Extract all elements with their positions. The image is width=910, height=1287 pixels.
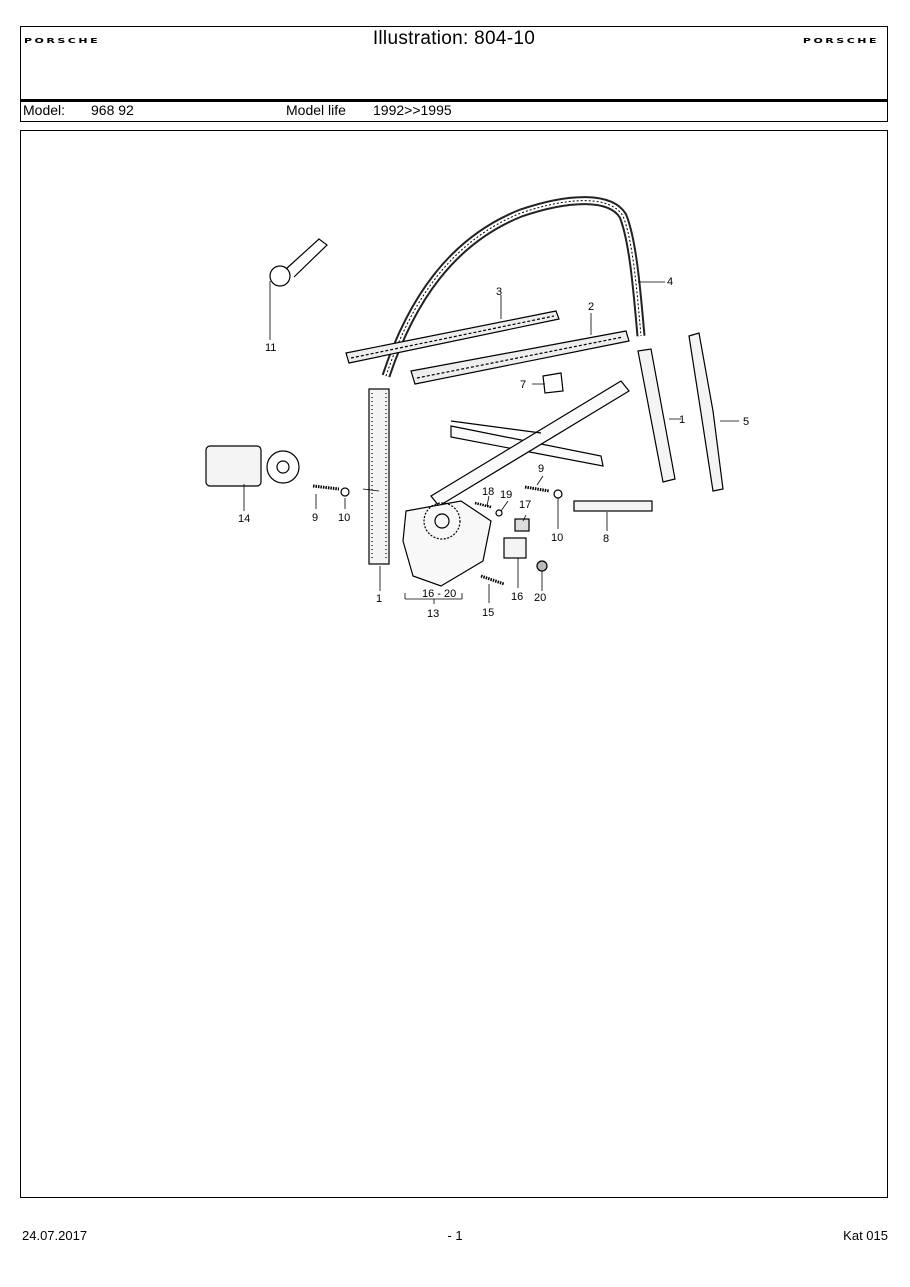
- callout-16: 16: [511, 591, 523, 603]
- part-16-block: [503, 537, 527, 559]
- header-box: PORSCHE Illustration: 804-10 PORSCHE Mod…: [20, 26, 888, 122]
- part-14-motor: [205, 445, 262, 487]
- model-life-value: 1992>>1995: [373, 102, 452, 118]
- callout-10-left: 10: [338, 512, 350, 524]
- header-divider: [21, 99, 887, 102]
- callout-15: 15: [482, 607, 494, 619]
- porsche-logo-right: PORSCHE: [802, 37, 879, 45]
- part-18-bolt: [474, 501, 492, 509]
- callout-17: 17: [519, 499, 531, 511]
- callout-11: 11: [265, 342, 276, 354]
- regulator-arm-b: [430, 380, 630, 507]
- part-15-bolt: [480, 574, 505, 586]
- footer-date: 24.07.2017: [22, 1228, 88, 1243]
- part-7-clip: [542, 372, 564, 394]
- part-19-washer: [495, 509, 503, 517]
- part-1-channel-left: [368, 388, 390, 565]
- part-3-strip: [345, 310, 560, 364]
- part-5-guide: [688, 332, 724, 492]
- callout-4: 4: [667, 276, 673, 288]
- model-label: Model:: [23, 102, 66, 118]
- part-11-crank: [269, 265, 291, 287]
- callout-19: 19: [500, 489, 512, 501]
- part-1-channel-right: [637, 348, 676, 483]
- callout-16-20: 16 - 20: [422, 588, 456, 600]
- part-8-bar: [573, 500, 653, 512]
- footer-catalog: Kat 015: [843, 1228, 888, 1243]
- model-value: 968 92: [91, 102, 134, 118]
- callout-2: 2: [588, 301, 594, 313]
- illustration-title: Illustration: 804-10: [372, 28, 536, 49]
- illustration-frame: 11 3 2 4 5 1 7 14 9 10 1 16 - 20 13 18 1…: [20, 130, 888, 1198]
- callout-7: 7: [520, 379, 526, 391]
- callout-3: 3: [496, 286, 502, 298]
- callout-10-right: 10: [551, 532, 563, 544]
- callout-5: 5: [743, 416, 749, 428]
- part-17-bushing: [514, 518, 530, 532]
- callout-1-left: 1: [376, 593, 382, 605]
- callout-20: 20: [534, 592, 546, 604]
- window-regulator-diagram: 11 3 2 4 5 1 7 14 9 10 1 16 - 20 13 18 1…: [205, 196, 749, 620]
- callout-9-right: 9: [538, 463, 544, 475]
- model-row: Model: 968 92 Model life 1992>>1995: [21, 102, 887, 122]
- porsche-logo-left: PORSCHE: [24, 37, 101, 45]
- part-10-washer-right: [553, 489, 563, 499]
- callout-1-right: 1: [679, 414, 685, 426]
- callout-18: 18: [482, 486, 494, 498]
- callout-9-left: 9: [312, 512, 318, 524]
- callout-8: 8: [603, 533, 609, 545]
- part-9-screw-right: [524, 485, 550, 493]
- part-20-nut: [536, 560, 548, 572]
- callout-13: 13: [427, 608, 439, 620]
- part-13-regulator-plate: [402, 500, 492, 587]
- callout-14: 14: [238, 513, 250, 525]
- part-10-washer-left: [340, 487, 350, 497]
- model-life-label: Model life: [286, 102, 346, 118]
- footer-page-number: - 1: [447, 1228, 463, 1243]
- part-9-screw-left: [312, 484, 340, 491]
- part-4-frame-seal: [381, 196, 646, 378]
